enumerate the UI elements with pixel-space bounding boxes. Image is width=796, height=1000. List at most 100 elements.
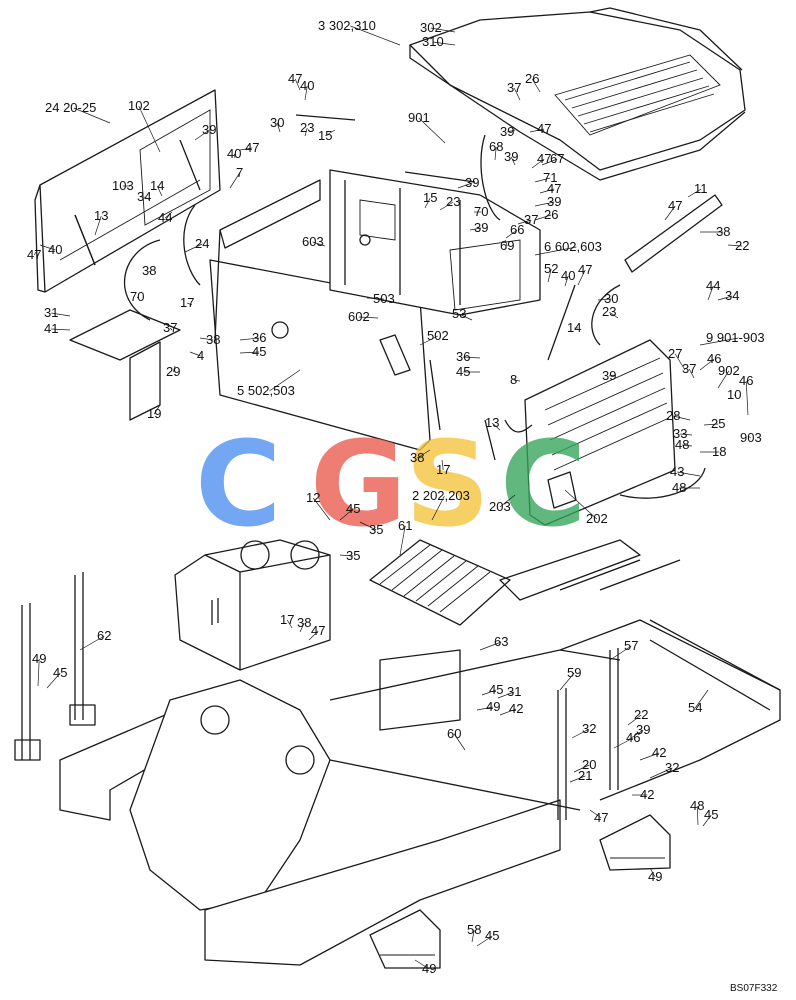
leader-line (702, 814, 712, 827)
part-callout: 34 (725, 288, 739, 303)
middle-side-panel (209, 179, 441, 451)
leader-line (534, 246, 577, 256)
part-callout: 503 (373, 291, 395, 306)
part-callout: 19 (147, 406, 161, 421)
part-callout: 310 (422, 34, 444, 49)
leader-line (350, 25, 401, 46)
leader-line (453, 733, 466, 751)
leader-line (94, 215, 102, 236)
leader-line (494, 146, 497, 161)
step-plate (369, 539, 511, 626)
leader-line (312, 497, 331, 521)
leader-line (239, 351, 260, 354)
leader-line (418, 117, 446, 144)
part-callout: 11 (694, 181, 708, 196)
watermark-letter: G (310, 415, 407, 553)
leader-line (531, 78, 541, 93)
part-callout: 62 (97, 628, 111, 643)
leader-line (673, 415, 691, 421)
leader-line (233, 153, 236, 159)
part-callout: 35 (346, 548, 360, 563)
leader-line (459, 313, 473, 321)
part-callout: 37 (524, 212, 538, 227)
leader-line (680, 433, 693, 436)
part-callout: 42 (509, 701, 523, 716)
part-callout: 32 (665, 760, 679, 775)
part-callout: 37 (163, 320, 177, 335)
part-callout: 40 (300, 78, 314, 93)
part-callout: 20 (582, 757, 596, 772)
leader-line (304, 127, 308, 137)
part-callout: 26 (544, 207, 558, 222)
part-callout: 29 (166, 364, 180, 379)
leader-line (703, 423, 719, 426)
leader-line (33, 251, 37, 256)
leader-line (609, 374, 616, 377)
leader-line (136, 296, 139, 299)
leader-line (294, 78, 301, 91)
part-callout: 54 (688, 700, 702, 715)
leader-line (239, 337, 260, 341)
part-callout: 45 (485, 928, 499, 943)
part-callout: 47 (547, 181, 561, 196)
part-callout: 17 (436, 462, 450, 477)
part-callout: 15 (423, 190, 437, 205)
part-callout: 12 (306, 490, 320, 505)
leader-line (707, 285, 714, 301)
leader-line (717, 370, 730, 389)
part-callout: 36 (456, 349, 470, 364)
watermark-letter: S (405, 415, 490, 553)
leader-line (569, 775, 586, 783)
part-callout: 23 (300, 120, 314, 135)
part-callout: 17 (180, 295, 194, 310)
part-callout: 38 (142, 263, 156, 278)
gas-struts (74, 114, 576, 461)
part-callout: 47 (245, 140, 259, 155)
part-callout: 39 (474, 220, 488, 235)
part-callout: 603 (302, 234, 324, 249)
leader-line (649, 767, 673, 779)
leader-line (541, 158, 558, 166)
part-callout: 602 (348, 309, 370, 324)
leader-line (559, 672, 575, 691)
leader-line (564, 275, 569, 287)
leader-line (627, 714, 642, 726)
leader-line (312, 241, 326, 247)
line-art (14, 7, 781, 969)
leader-line (573, 764, 590, 773)
part-callout: 102 (128, 98, 150, 113)
part-callout: 17 (280, 612, 294, 627)
leader-line (529, 128, 545, 133)
part-callout: 38 (716, 224, 730, 239)
leader-line (510, 156, 516, 166)
leader-line (682, 444, 693, 447)
leader-line (534, 201, 555, 207)
part-callout: 42 (652, 745, 666, 760)
leader-line (189, 351, 201, 357)
part-callout: 902 (718, 363, 740, 378)
leader-line (419, 335, 438, 346)
part-callout: 60 (447, 726, 461, 741)
leader-line (358, 316, 379, 319)
part-callout: 52 (544, 261, 558, 276)
part-callout: 30 (604, 291, 618, 306)
leader-line (414, 959, 430, 970)
part-callout: 71 (543, 170, 557, 185)
part-callout: 48 (690, 798, 704, 813)
partition-frame (329, 169, 541, 316)
leader-line (441, 459, 444, 471)
part-callout: 45 (456, 364, 470, 379)
part-callout: 34 (137, 189, 151, 204)
leader-line (609, 311, 619, 319)
leader-line (359, 521, 377, 531)
part-callout: 35 (369, 522, 383, 537)
part-callout: 41 (44, 321, 58, 336)
part-callout: 47 (594, 810, 608, 825)
drawing-number: BS07F332 (730, 983, 778, 994)
leader-line (164, 211, 173, 219)
part-callout: 31 (44, 305, 58, 320)
part-callout: 47 (311, 623, 325, 638)
leader-line (688, 368, 695, 379)
leader-line (727, 244, 743, 247)
leader-line (499, 494, 516, 508)
